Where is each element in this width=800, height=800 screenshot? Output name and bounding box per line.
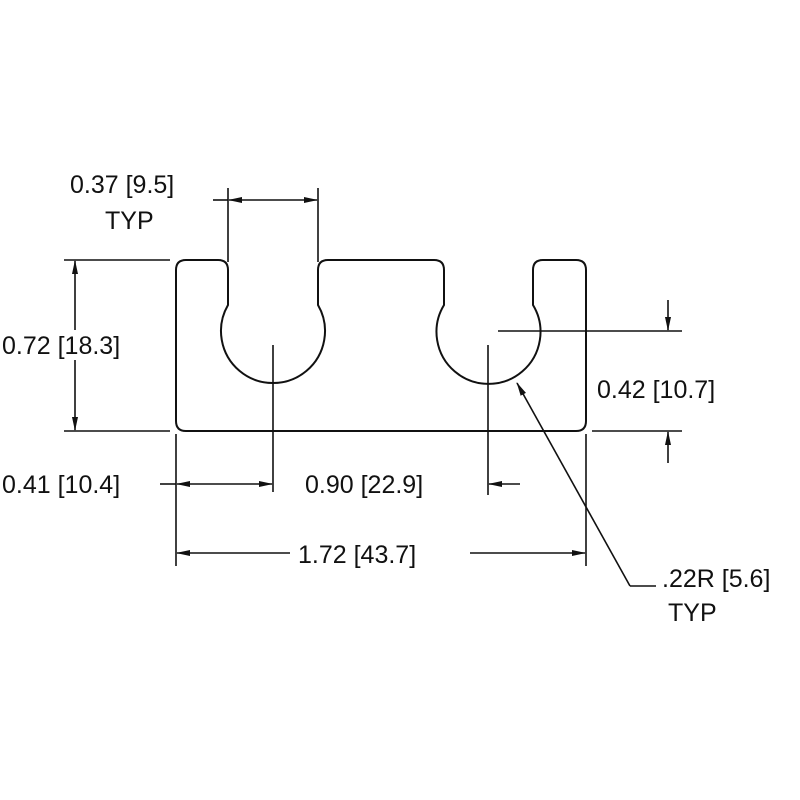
slot-width-label: 0.37 [9.5]	[70, 171, 174, 199]
overall-width-label: 1.72 [43.7]	[298, 541, 416, 569]
edge-to-slot-label: 0.41 [10.4]	[2, 471, 120, 499]
slot-spacing-label: 0.90 [22.9]	[305, 471, 423, 499]
dim-slot-depth: 0.42 [10.7]	[498, 300, 715, 463]
part-profile	[175, 259, 587, 432]
slot-width-typ-label: TYP	[105, 207, 154, 235]
radius-typ-label: TYP	[668, 599, 717, 627]
dim-height: 0.72 [18.3]	[2, 259, 170, 432]
dim-radius: .22R [5.6] TYP	[516, 382, 770, 627]
radius-label: .22R [5.6]	[662, 565, 770, 593]
dim-slot-positions: 0.41 [10.4] 0.90 [22.9]	[2, 345, 520, 566]
slot-depth-label: 0.42 [10.7]	[597, 376, 715, 404]
dim-overall-width: 1.72 [43.7]	[176, 434, 587, 569]
height-label: 0.72 [18.3]	[2, 332, 120, 360]
dim-slot-width: 0.37 [9.5] TYP	[70, 171, 319, 262]
